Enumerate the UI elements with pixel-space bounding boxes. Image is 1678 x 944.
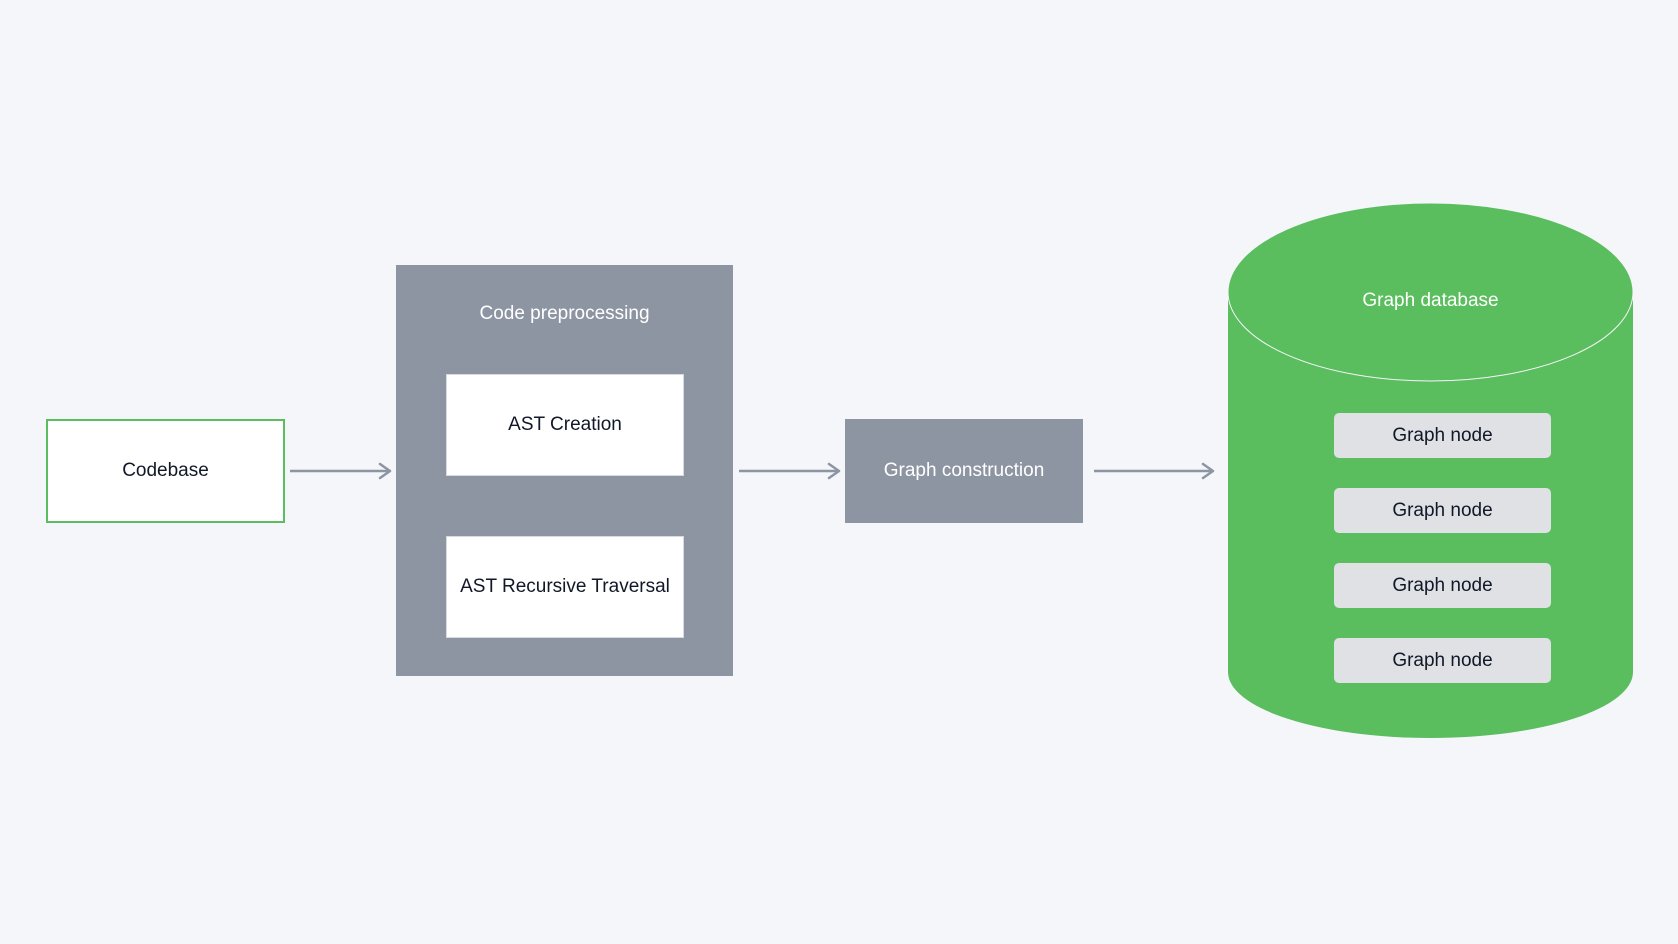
ast-creation-label: AST Creation	[508, 414, 622, 435]
graph-database-title: Graph database	[1362, 290, 1499, 311]
graph-node: Graph node	[1334, 488, 1551, 533]
codebase-label: Codebase	[122, 460, 209, 481]
cylinder-body	[1228, 292, 1633, 672]
graph-node: Graph node	[1334, 563, 1551, 608]
graph-node: Graph node	[1334, 413, 1551, 458]
graph-construction-box: Graph construction	[845, 419, 1083, 523]
graph-construction-label: Graph construction	[883, 460, 1045, 481]
arrow-preprocessing-to-construction	[739, 462, 841, 480]
code-preprocessing-title: Code preprocessing	[479, 303, 650, 324]
code-preprocessing-block: Code preprocessing AST Creation AST Recu…	[396, 265, 733, 676]
ast-traversal-box: AST Recursive Traversal	[446, 536, 684, 638]
codebase-box: Codebase	[46, 419, 285, 523]
arrow-codebase-to-preprocessing	[290, 462, 392, 480]
arrow-construction-to-database	[1094, 462, 1215, 480]
graph-node: Graph node	[1334, 638, 1551, 683]
ast-traversal-label: AST Recursive Traversal	[460, 576, 670, 597]
ast-creation-box: AST Creation	[446, 374, 684, 476]
